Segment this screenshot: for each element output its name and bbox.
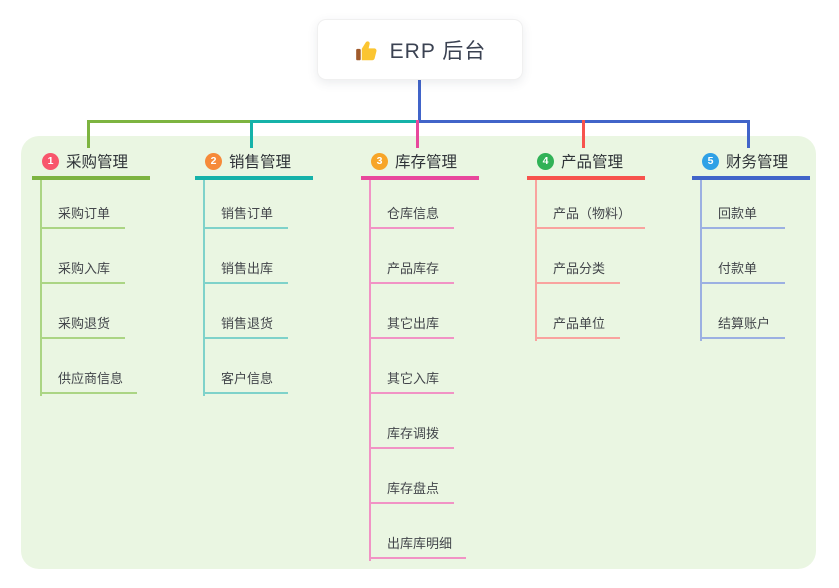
branch-number-badge: 1 xyxy=(42,152,59,170)
child-node[interactable]: 库存调拨 xyxy=(369,423,454,449)
bus-segment-middle xyxy=(250,120,416,123)
child-node[interactable]: 产品分类 xyxy=(535,258,620,284)
mindmap-panel xyxy=(21,136,816,569)
branch-trunk-5 xyxy=(700,180,702,341)
child-node[interactable]: 客户信息 xyxy=(203,368,288,394)
branch-title: 采购管理 xyxy=(66,154,129,171)
branch-drop-3 xyxy=(416,120,419,148)
branch-title: 库存管理 xyxy=(395,154,458,171)
branch-title: 产品管理 xyxy=(561,154,624,171)
child-node[interactable]: 付款单 xyxy=(700,258,785,284)
child-node[interactable]: 出库库明细 xyxy=(369,533,467,559)
child-node[interactable]: 供应商信息 xyxy=(40,368,138,394)
branch-drop-5 xyxy=(747,120,750,148)
branch-title: 财务管理 xyxy=(726,154,789,171)
branch-drop-2 xyxy=(250,120,253,148)
branch-title: 销售管理 xyxy=(229,154,292,171)
branch-drop-1 xyxy=(87,120,90,148)
bus-segment-left xyxy=(87,120,250,123)
branch-drop-4 xyxy=(582,120,585,148)
branch-number-badge: 2 xyxy=(205,152,222,170)
root-stem-line xyxy=(418,80,421,123)
branch-number-badge: 5 xyxy=(702,152,719,170)
root-title: ERP 后台 xyxy=(389,39,487,63)
child-node[interactable]: 产品（物料） xyxy=(535,203,646,229)
child-node[interactable]: 库存盘点 xyxy=(369,478,454,504)
child-node[interactable]: 回款单 xyxy=(700,203,785,229)
branch-header-2[interactable]: 2 销售管理 xyxy=(195,150,313,180)
child-node[interactable]: 采购退货 xyxy=(40,313,125,339)
child-node[interactable]: 采购入库 xyxy=(40,258,125,284)
child-node[interactable]: 结算账户 xyxy=(700,313,785,339)
child-node[interactable]: 产品库存 xyxy=(369,258,454,284)
branch-trunk-2 xyxy=(203,180,205,396)
branch-header-1[interactable]: 1 采购管理 xyxy=(32,150,150,180)
child-node[interactable]: 产品单位 xyxy=(535,313,620,339)
branch-header-3[interactable]: 3 库存管理 xyxy=(361,150,479,180)
child-node[interactable]: 销售出库 xyxy=(203,258,288,284)
branch-trunk-1 xyxy=(40,180,42,396)
child-node[interactable]: 其它出库 xyxy=(369,313,454,339)
child-node[interactable]: 仓库信息 xyxy=(369,203,454,229)
branch-header-5[interactable]: 5 财务管理 xyxy=(692,150,810,180)
thumbs-up-icon xyxy=(355,40,377,60)
branch-trunk-3 xyxy=(369,180,371,561)
branch-number-badge: 4 xyxy=(537,152,554,170)
branch-trunk-4 xyxy=(535,180,537,341)
root-node[interactable]: ERP 后台 xyxy=(317,19,523,80)
branch-number-badge: 3 xyxy=(371,152,388,170)
child-node[interactable]: 销售订单 xyxy=(203,203,288,229)
branch-header-4[interactable]: 4 产品管理 xyxy=(527,150,645,180)
child-node[interactable]: 采购订单 xyxy=(40,203,125,229)
child-node[interactable]: 销售退货 xyxy=(203,313,288,339)
child-node[interactable]: 其它入库 xyxy=(369,368,454,394)
